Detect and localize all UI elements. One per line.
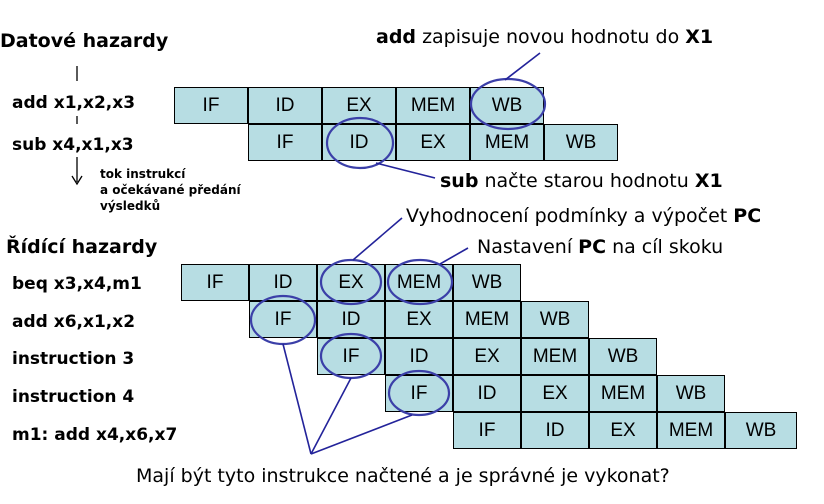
stage-cell: WB xyxy=(521,301,589,338)
stage-cell: ID xyxy=(453,375,521,412)
pointer-question-1 xyxy=(282,343,312,455)
pointer-question-3 xyxy=(310,414,413,455)
stage-cell: WB xyxy=(544,124,618,161)
control-hazards-heading: Řídící hazardy xyxy=(6,236,158,258)
control-instruction-3: instruction 3 xyxy=(12,349,135,369)
stage-cell: WB xyxy=(453,264,521,301)
stage-cell: ID xyxy=(249,264,317,301)
note-sub-reads: sub načte starou hodnotu X1 xyxy=(440,170,723,192)
pointer-question-2 xyxy=(310,377,352,455)
note-pc-set: Nastavení PC na cíl skoku xyxy=(477,236,724,258)
stage-cell: ID xyxy=(248,87,322,124)
flow-note-line-3: výsledků xyxy=(100,199,161,213)
stage-cell: IF xyxy=(453,412,521,449)
control-instruction-beq: beq x3,x4,m1 xyxy=(12,274,142,294)
stage-cell: WB xyxy=(725,412,797,449)
stage-cell: EX xyxy=(521,375,589,412)
stage-cell: IF xyxy=(174,87,248,124)
data-hazards-heading: Datové hazardy xyxy=(0,30,169,52)
control-instruction-add: add x6,x1,x2 xyxy=(12,312,136,332)
question-text: Mají být tyto instrukce načtené a je spr… xyxy=(136,465,670,487)
stage-cell: ID xyxy=(385,338,453,375)
note-add-writes: add zapisuje novou hodnotu do X1 xyxy=(376,26,714,48)
stage-cell: MEM xyxy=(453,301,521,338)
stage-cell: MEM xyxy=(589,375,657,412)
stage-cell: MEM xyxy=(470,124,544,161)
highlight-wb-ellipse xyxy=(469,77,547,131)
stage-cell: WB xyxy=(589,338,657,375)
note-condition-evaluation: Vyhodnocení podmínky a výpočet PC xyxy=(406,205,762,227)
stage-cell: IF xyxy=(317,338,385,375)
stage-cell: MEM xyxy=(396,87,470,124)
data-instruction-sub: sub x4,x1,x3 xyxy=(12,135,134,155)
control-instruction-4: instruction 4 xyxy=(12,387,135,407)
stage-cell: EX xyxy=(453,338,521,375)
stage-cell: EX xyxy=(317,264,385,301)
pointer-mem xyxy=(439,247,469,265)
stage-cell: EX xyxy=(396,124,470,161)
pointer-id xyxy=(375,162,436,179)
stage-cell: EX xyxy=(322,87,396,124)
stage-cell: WB xyxy=(657,375,725,412)
highlight-id-ellipse xyxy=(325,116,395,170)
flow-note: tok instrukcí a očekávané předání výsled… xyxy=(100,166,241,214)
highlight-if-row4-ellipse xyxy=(387,369,451,417)
flow-arrow-head xyxy=(71,175,83,186)
pointer-wb xyxy=(504,52,541,81)
flow-note-line-2: a očekávané předání xyxy=(100,183,241,197)
stage-cell: MEM xyxy=(521,338,589,375)
stage-cell: WB xyxy=(470,87,544,124)
stage-cell: ID xyxy=(317,301,385,338)
flow-note-line-1: tok instrukcí xyxy=(100,167,186,181)
stage-cell: ID xyxy=(322,124,396,161)
highlight-if-row3-ellipse xyxy=(319,332,383,380)
stage-cell: IF xyxy=(385,375,453,412)
stage-cell: EX xyxy=(385,301,453,338)
stage-cell: ID xyxy=(521,412,589,449)
stage-cell: MEM xyxy=(385,264,453,301)
stage-cell: MEM xyxy=(657,412,725,449)
pointer-ex xyxy=(352,217,403,261)
stage-cell: EX xyxy=(589,412,657,449)
highlight-if-row2-ellipse xyxy=(249,294,317,346)
stage-cell: IF xyxy=(249,301,317,338)
highlight-ex-ellipse xyxy=(319,258,383,306)
stage-cell: IF xyxy=(248,124,322,161)
data-instruction-add: add x1,x2,x3 xyxy=(12,93,136,113)
control-instruction-m1: m1: add x4,x6,x7 xyxy=(12,425,178,445)
highlight-mem-ellipse xyxy=(386,258,454,306)
stage-cell: IF xyxy=(181,264,249,301)
